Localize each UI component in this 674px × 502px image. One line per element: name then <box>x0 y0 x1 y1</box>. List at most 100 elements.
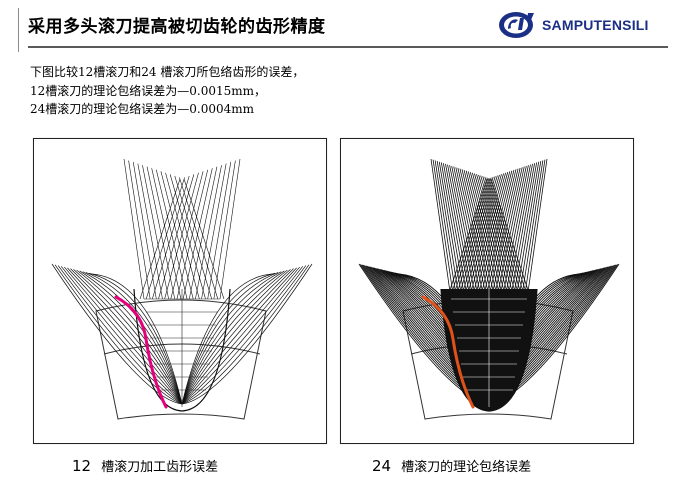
envelope-curve <box>57 265 183 405</box>
cutter-line <box>201 163 227 300</box>
envelope-curve <box>181 272 276 405</box>
cutter-line <box>445 163 471 300</box>
cutter-line <box>454 176 494 300</box>
cutter-line <box>526 158 548 300</box>
cutter-line <box>128 160 151 300</box>
cutter-line <box>460 175 498 300</box>
cutter-line <box>465 174 502 300</box>
cutter-line <box>219 158 241 300</box>
cutter-line <box>457 176 496 300</box>
envelope-curve <box>67 267 183 405</box>
envelope-curve <box>60 266 183 405</box>
tooth-root-shape <box>133 288 231 412</box>
cutter-line <box>188 166 218 300</box>
cutter-line <box>152 175 190 300</box>
cutter-line <box>449 165 477 300</box>
header-divider <box>28 46 668 48</box>
description-line: 12槽滚刀的理论包络误差为—0.0015mm， <box>30 83 267 98</box>
cutter-line <box>487 168 519 300</box>
cutter-line <box>430 158 452 300</box>
logo-text: SAMPUTENSILI <box>542 17 649 33</box>
cutter-line <box>480 175 518 300</box>
cutter-line <box>139 178 181 300</box>
gear-blank-outline <box>95 299 267 420</box>
caption-number: 12 <box>72 457 92 475</box>
cutter-line <box>164 172 199 300</box>
cutter-line <box>432 159 455 300</box>
cutter-line <box>207 162 232 300</box>
figure-left-caption: 12 槽滚刀加工齿形误差 <box>72 456 218 475</box>
cutter-line <box>463 174 500 300</box>
cutter-line <box>521 160 544 300</box>
cutter-line <box>486 177 526 300</box>
cutter-line <box>468 173 504 300</box>
slide-title: 采用多头滚刀提高被切齿轮的齿形精度 <box>28 17 326 37</box>
samputensili-logo: SAMPUTENSILI <box>498 10 649 40</box>
cutter-line <box>434 160 457 300</box>
highlighted-flank-profile <box>421 295 475 409</box>
cutter-line <box>195 165 222 300</box>
description-line: 24槽滚刀的理论包络误差为—0.0004mm <box>30 102 255 116</box>
cutter-line <box>158 174 195 300</box>
cutter-line <box>504 164 531 300</box>
header-left-rule <box>18 8 19 52</box>
cutter-line <box>501 165 529 300</box>
cutter-line <box>478 174 515 300</box>
cutter-line <box>485 169 517 300</box>
logo-mark-icon <box>499 12 534 38</box>
cutter-line <box>471 172 507 300</box>
cutter-line <box>170 171 204 300</box>
cutter-line <box>174 175 212 300</box>
cutter-line <box>496 166 525 300</box>
cutter-line <box>169 174 206 300</box>
envelope-curve <box>181 272 279 405</box>
envelope-curve <box>181 269 291 405</box>
cutter-line <box>451 165 479 300</box>
envelope-curve <box>79 270 183 405</box>
figure-12-gash-hob <box>33 138 327 444</box>
description-text: 下图比较12槽滚刀和24 槽滚刀所包络齿形的误差， 12槽滚刀的理论包络误差为—… <box>30 63 304 119</box>
cutter-line <box>499 165 527 300</box>
cutter-line <box>132 162 157 300</box>
cutter-line <box>446 178 488 300</box>
cutter-line <box>490 167 521 300</box>
cutter-line <box>461 169 493 300</box>
cutter-line <box>512 162 538 300</box>
figure-right-caption: 24 槽滚刀的理论包络误差 <box>372 456 531 475</box>
cutter-line <box>145 177 185 300</box>
cutter-line <box>179 177 219 300</box>
cutter-line <box>518 161 542 300</box>
caption-text: 槽滚刀加工齿形误差 <box>101 460 219 475</box>
cutter-line <box>146 166 176 300</box>
cutter-line <box>474 173 510 300</box>
cutter-line <box>457 167 488 300</box>
envelope-lines <box>51 158 313 405</box>
figure-24-gash-hob <box>340 138 634 444</box>
cutter-line <box>510 163 535 300</box>
cutter-line <box>488 178 529 300</box>
cutter-line <box>137 163 163 300</box>
envelope-curve <box>181 264 310 405</box>
envelope-curve <box>181 266 304 405</box>
cutter-line <box>459 168 491 300</box>
caption-text: 槽滚刀的理论包络误差 <box>401 460 532 475</box>
envelope-curve <box>181 263 313 405</box>
envelope-curve <box>181 271 282 405</box>
cutter-line <box>452 177 492 300</box>
envelope-curve <box>54 264 183 405</box>
envelope-diagram-12 <box>51 158 313 420</box>
cutter-line <box>515 161 540 300</box>
cutter-line <box>183 178 225 300</box>
cutter-line <box>453 166 482 300</box>
envelope-curve <box>181 270 285 405</box>
cutter-line <box>160 171 194 300</box>
envelope-curve <box>51 263 183 405</box>
cutter-line <box>493 167 523 300</box>
envelope-curve <box>85 272 183 405</box>
envelope-curve <box>73 269 183 405</box>
envelope-curve <box>181 268 294 405</box>
cutter-line <box>165 172 200 300</box>
cutter-line <box>490 178 532 300</box>
cutter-line <box>447 164 474 300</box>
caption-number: 24 <box>372 457 392 475</box>
